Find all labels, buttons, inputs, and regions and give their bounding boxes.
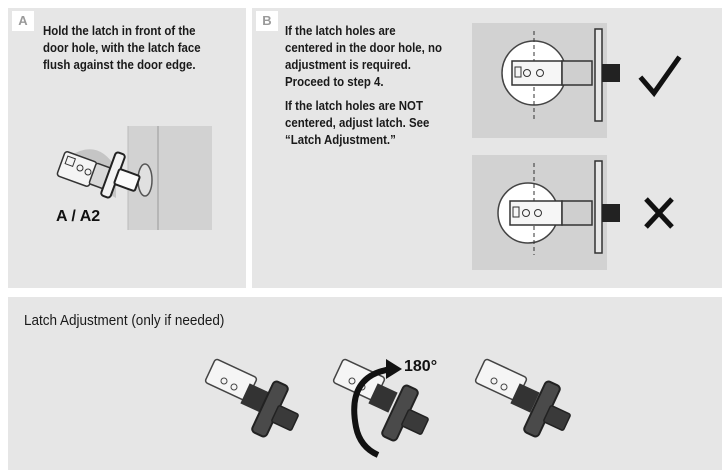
centered-latch-illustration [472, 23, 682, 138]
step-b-line: centered in the door hole, no [285, 40, 442, 55]
step-a-line: flush against the door edge. [43, 57, 196, 72]
rotation-label: 180° [404, 358, 437, 375]
step-b-not-centered-text: If the latch holes are NOT centered, adj… [285, 97, 429, 148]
step-b-line: adjustment is required. [285, 57, 411, 72]
step-a-line: Hold the latch in front of the [43, 23, 196, 38]
door-hole [137, 163, 153, 197]
step-b-line: Proceed to step 4. [285, 74, 384, 89]
step-b-line: If the latch holes are [285, 23, 396, 38]
step-b-line: “Latch Adjustment.” [285, 132, 396, 147]
latch-bolt [602, 64, 620, 82]
step-b-line: centered, adjust latch. See [285, 115, 430, 130]
latch-body [56, 151, 141, 199]
step-a-instructions: Hold the latch in front of the door hole… [43, 22, 201, 73]
step-a-line: door hole, with the latch face [43, 40, 201, 55]
latch-step-1 [204, 358, 299, 438]
step-a-badge: A [12, 11, 34, 31]
latch-step-2: 180° [332, 358, 437, 458]
latch-step-3 [474, 358, 571, 438]
latch-adjustment-panel: Latch Adjustment (only if needed) [8, 297, 722, 470]
latch-adjustment-illustration: 180° [204, 358, 571, 458]
step-b-badge: B [256, 11, 278, 31]
latch-adjustment-title: Latch Adjustment (only if needed) [24, 312, 225, 329]
checkmark-icon [638, 55, 682, 98]
step-a-panel: A Hold the latch in front of the door ho… [8, 8, 246, 288]
step-b-line: If the latch holes are NOT [285, 98, 423, 113]
x-mark-icon [644, 197, 674, 229]
latch-bolt [602, 204, 620, 222]
step-b-centered-text: If the latch holes are centered in the d… [285, 22, 442, 90]
latch-at-door-illustration: A / A2 [56, 126, 212, 230]
off-center-latch-illustration [472, 155, 674, 270]
step-b-panel: B If the latch holes are centered in the… [252, 8, 722, 288]
figure-label: A / A2 [56, 208, 100, 225]
rotate-arrow-icon [351, 366, 393, 458]
